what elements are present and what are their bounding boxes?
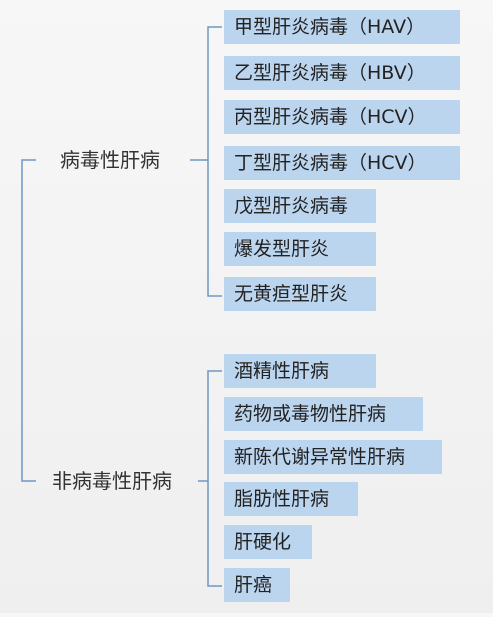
leaf-hepatitis-d: 丁型肝炎病毒（HCV）	[224, 146, 460, 180]
group-label-viral: 病毒性肝病	[60, 148, 160, 172]
leaf-fatty-liver-disease: 脂肪性肝病	[224, 482, 358, 516]
group-label-non-viral: 非病毒性肝病	[52, 469, 172, 493]
leaf-fulminant-hepatitis: 爆发型肝炎	[224, 232, 376, 266]
leaf-hepatitis-e: 戊型肝炎病毒	[224, 189, 376, 223]
leaf-hepatitis-a: 甲型肝炎病毒（HAV）	[224, 10, 460, 44]
leaf-hepatitis-c: 丙型肝炎病毒（HCV）	[224, 100, 460, 134]
leaf-cirrhosis: 肝硬化	[224, 525, 312, 559]
outer-bracket	[21, 159, 36, 482]
leaf-hepatitis-b: 乙型肝炎病毒（HBV）	[224, 56, 460, 90]
group-1-bracket	[207, 26, 222, 297]
leaf-alcoholic-liver-disease: 酒精性肝病	[224, 354, 376, 388]
leaf-metabolic-liver-disease: 新陈代谢异常性肝病	[224, 440, 442, 474]
leaf-anicteric-hepatitis: 无黄疸型肝炎	[224, 277, 376, 311]
leaf-drug-toxic-liver-disease: 药物或毒物性肝病	[224, 397, 423, 431]
group-2-bracket	[207, 370, 222, 587]
leaf-liver-cancer: 肝癌	[224, 568, 290, 602]
